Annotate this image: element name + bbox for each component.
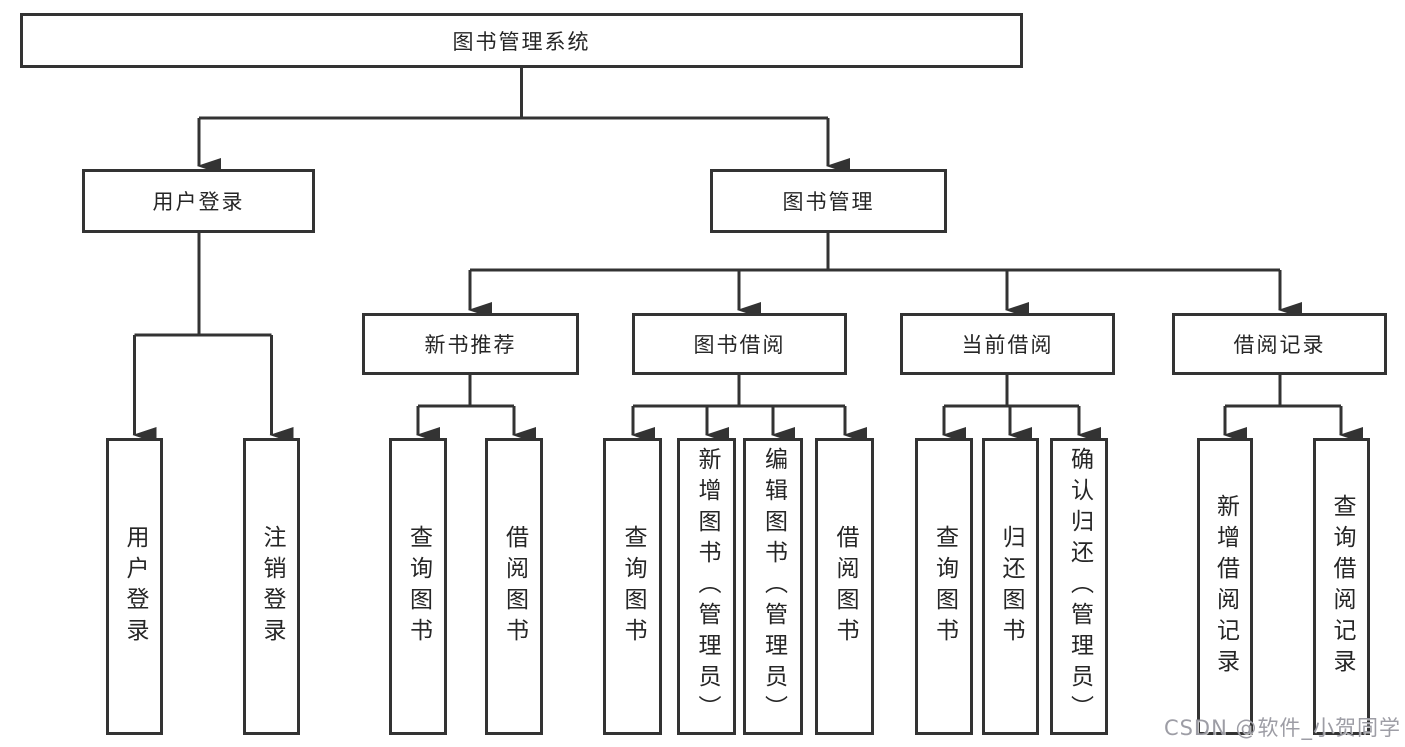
leaf-edit-book-admin: 编辑图书（管理员） [743,438,803,735]
node-borrow-records: 借阅记录 [1172,313,1387,375]
connector-book-mgmt-trunk [470,233,1280,272]
connector-book-borrow-trunk [633,375,845,408]
leaf-return-book: 归还图书 [982,438,1039,735]
leaf-borrow-book-recommend: 借阅图书 [485,438,543,735]
csdn-watermark: CSDN @软件_小贺同学 [1163,716,1401,740]
connector-new-book-trunk [418,375,514,408]
connector-user-login-trunk [134,233,272,337]
connector-records-trunk [1225,375,1341,408]
node-book-management: 图书管理 [710,169,947,233]
leaf-query-book-current: 查询图书 [915,438,973,735]
node-book-borrow: 图书借阅 [632,313,847,375]
node-user-login: 用户登录 [82,169,315,233]
leaf-add-borrow-record: 新增借阅记录 [1197,438,1253,735]
connector-current-trunk [944,375,1079,408]
connector-root-trunk [199,68,828,120]
leaf-logout: 注销登录 [243,438,300,735]
leaf-query-book-recommend: 查询图书 [389,438,447,735]
node-current-borrow: 当前借阅 [900,313,1115,375]
leaf-query-borrow-record: 查询借阅记录 [1313,438,1370,735]
leaf-add-book-admin: 新增图书（管理员） [677,438,736,735]
node-library-management-system: 图书管理系统 [20,13,1023,68]
leaf-confirm-return-admin: 确认归还（管理员） [1050,438,1108,735]
leaf-query-book-borrow: 查询图书 [603,438,662,735]
leaf-user-login: 用户登录 [106,438,163,735]
node-new-book-recommend: 新书推荐 [362,313,579,375]
leaf-borrow-book: 借阅图书 [815,438,874,735]
